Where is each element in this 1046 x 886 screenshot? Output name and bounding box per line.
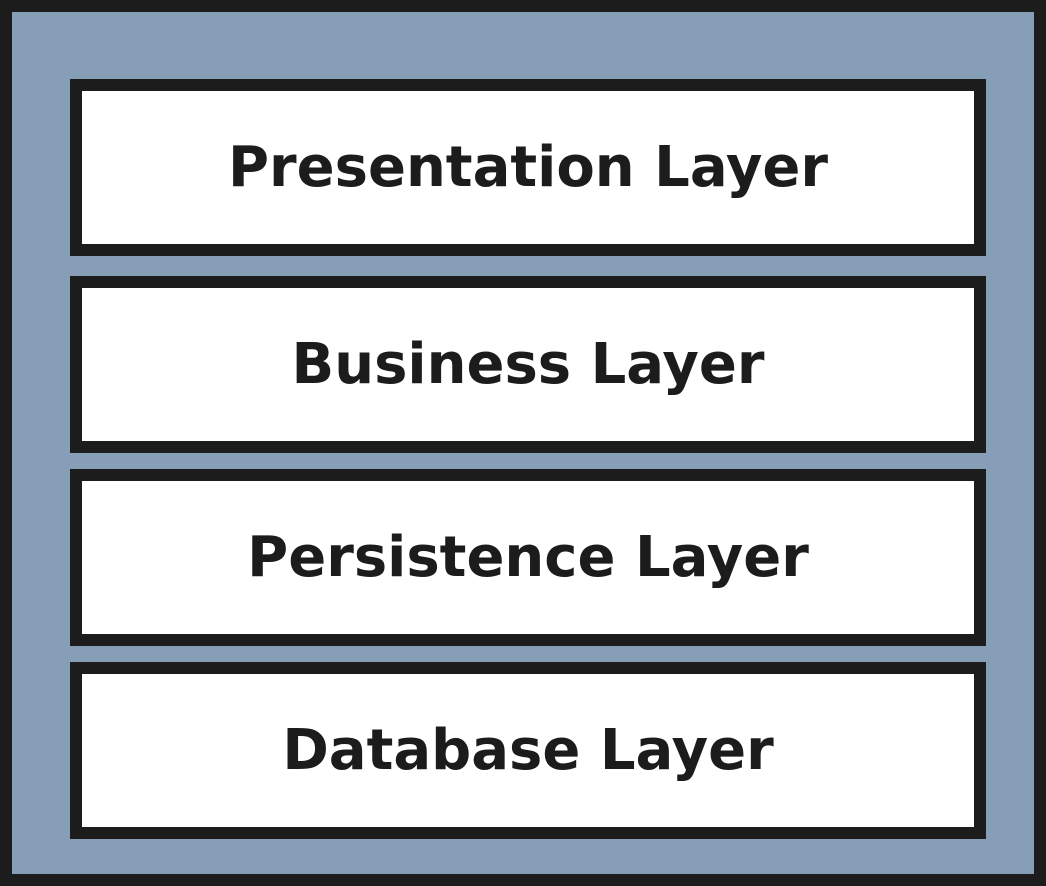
layer-label-presentation: Presentation Layer — [227, 135, 829, 200]
layer-business: Business Layer — [70, 276, 986, 453]
layer-label-persistence: Persistence Layer — [247, 525, 809, 590]
layer-database: Database Layer — [70, 662, 986, 839]
layer-label-business: Business Layer — [291, 332, 765, 397]
layer-persistence: Persistence Layer — [70, 469, 986, 646]
layer-label-database: Database Layer — [282, 718, 774, 783]
layer-presentation: Presentation Layer — [70, 79, 986, 256]
